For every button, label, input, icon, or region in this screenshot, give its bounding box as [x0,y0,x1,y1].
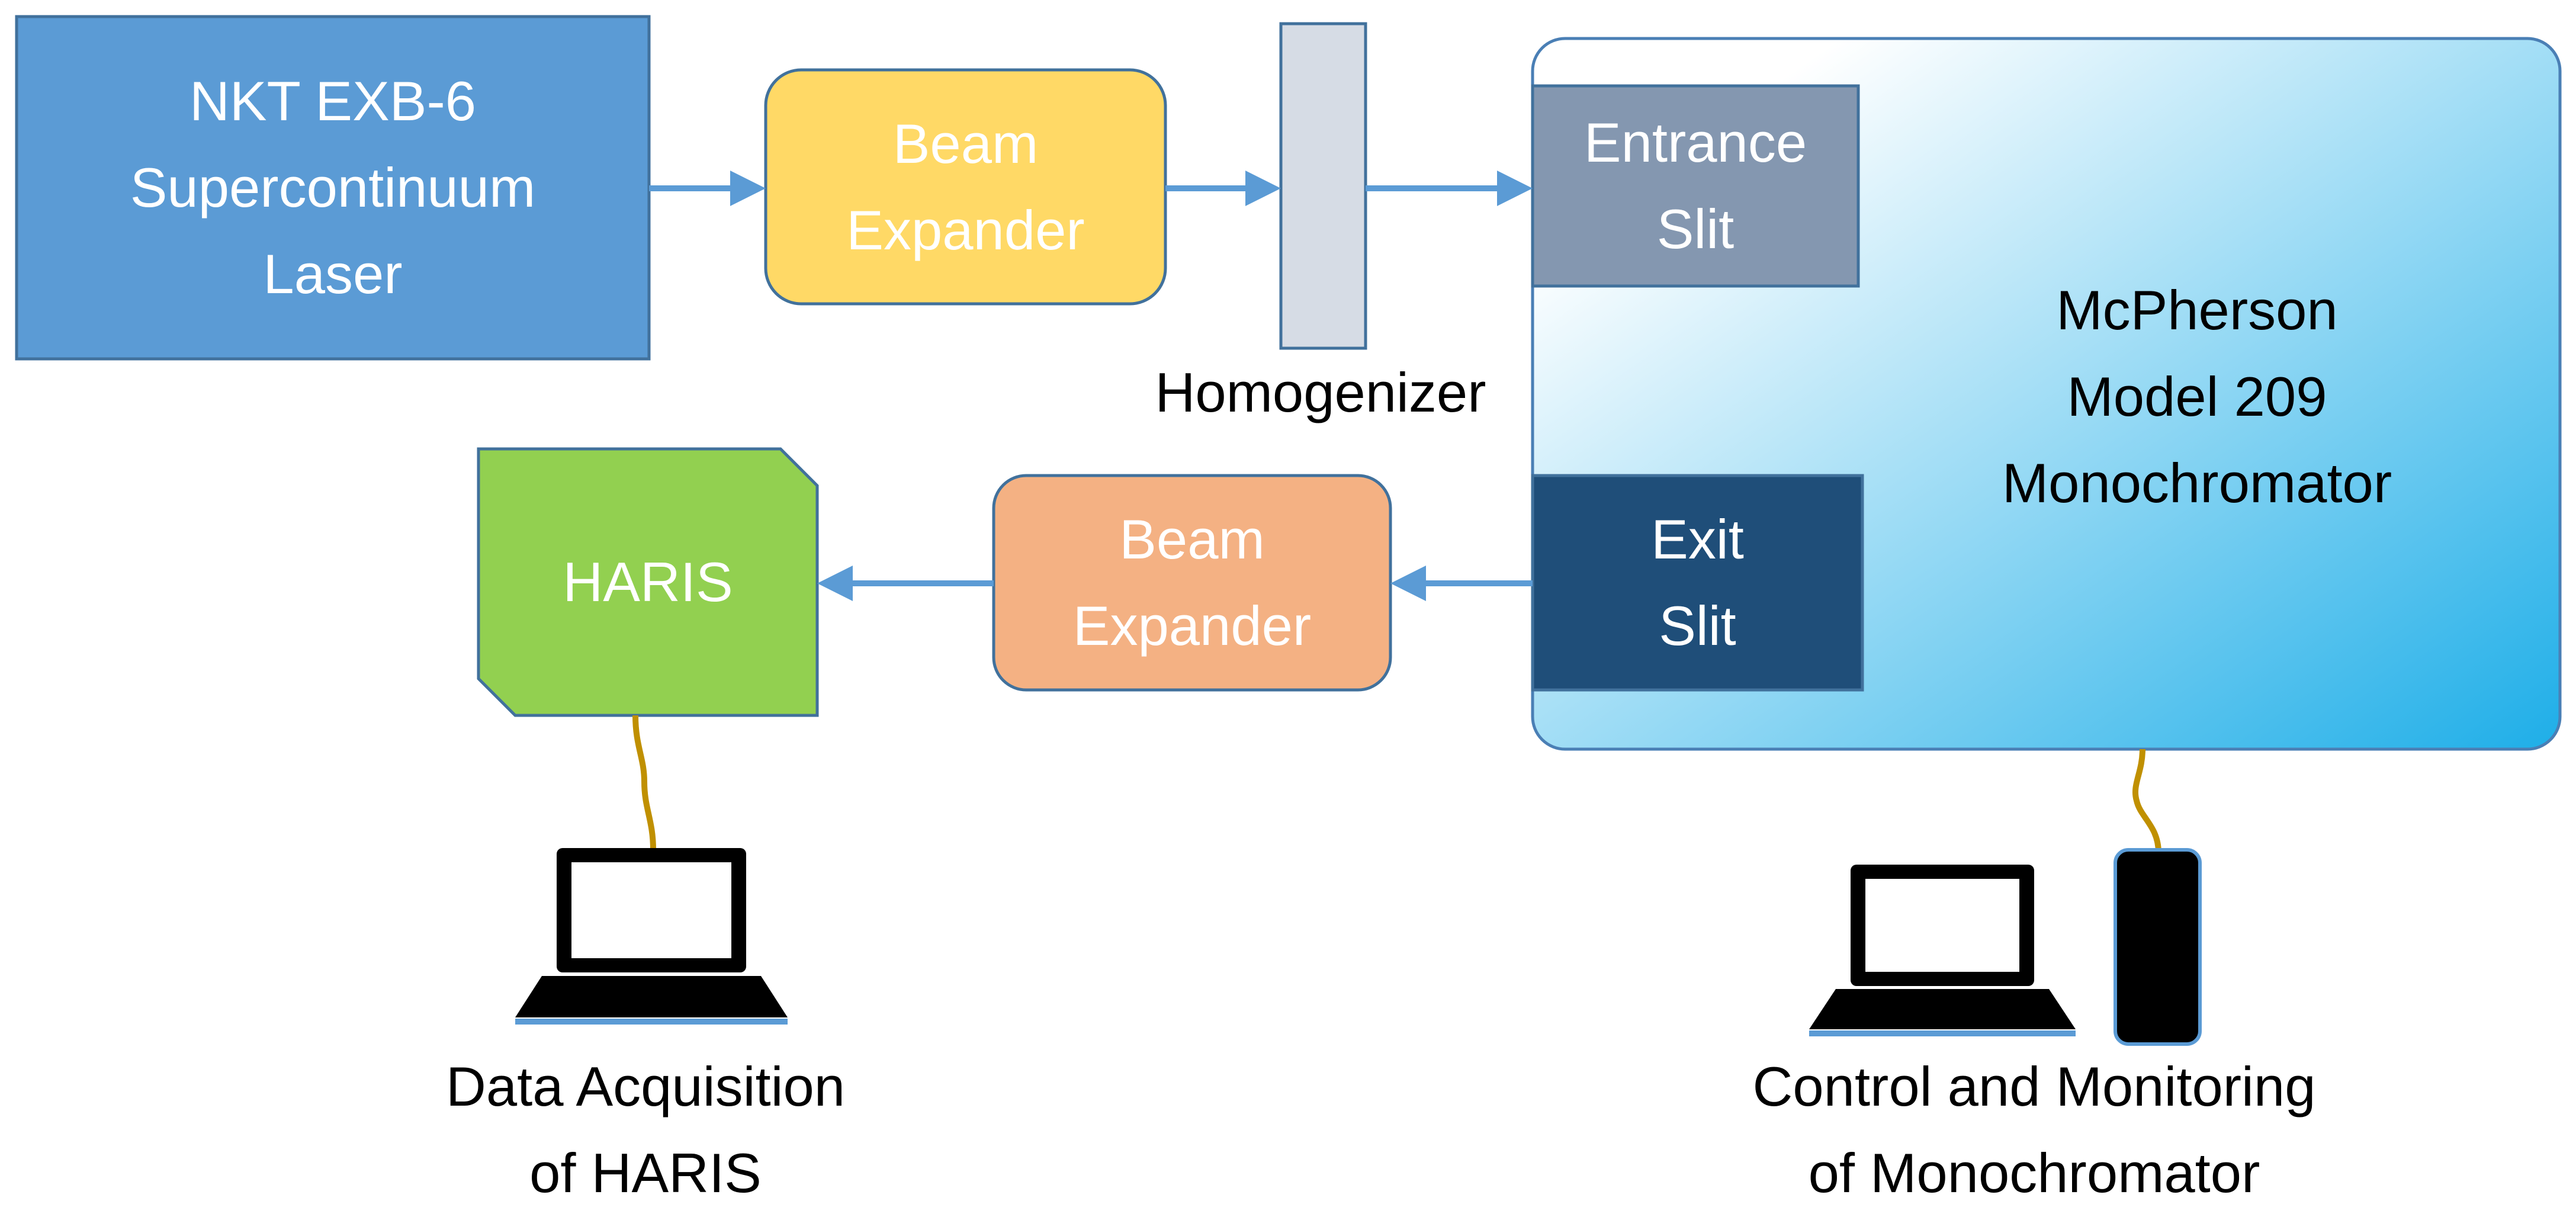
cable-haris-to-laptop [632,715,656,850]
controller-box-icon [2114,848,2202,1046]
data-acquisition-caption: Data Acquisition of HARIS [445,1055,846,1204]
laptop-icon [515,848,788,1025]
laptop-icon [1809,865,2076,1036]
exit-slit-box [1531,474,1864,692]
cable-monochromator-to-controller [2132,749,2161,853]
exit-slit-label: Exit Slit [1651,508,1744,657]
haris-label: HARIS [563,551,733,614]
beam-expander-1-label: Beam Expander [846,112,1085,261]
laser-label: NKT EXB-6 Supercontinuum Laser [130,70,536,305]
beam-expander-2-label: Beam Expander [1072,508,1312,657]
control-monitoring-caption: Control and Monitoring of Monochromator [1752,1055,2316,1204]
monochromator-label: McPherson Model 209 Monochromator [2002,279,2392,514]
entrance-slit-box [1531,84,1860,288]
haris-box [477,447,819,717]
homogenizer-box [1279,22,1367,350]
laser-box [15,15,651,361]
entrance-slit-label: Entrance Slit [1583,111,1807,260]
homogenizer-label: Homogenizer [1155,361,1486,423]
